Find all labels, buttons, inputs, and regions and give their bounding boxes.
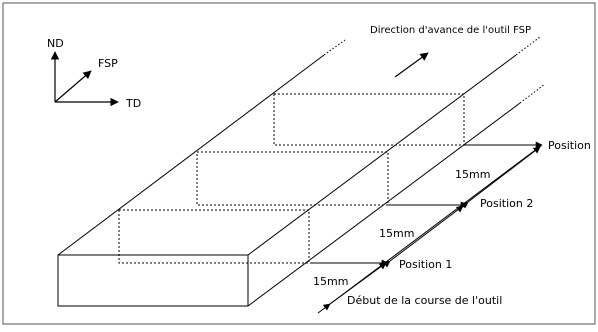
plate-top-right-edge — [247, 54, 517, 256]
plate-left-edge-continuation — [323, 39, 346, 56]
plate-right-edge-continuation — [515, 36, 541, 56]
start-label: Début de la course de l'outil — [347, 294, 502, 307]
direction-arrow — [394, 52, 429, 78]
direction-indicator: Direction d'avance de l'outil FSP — [370, 25, 531, 78]
position-top-label: Position — [548, 139, 591, 152]
dimension-arrow-top — [460, 146, 541, 209]
fsp-axis-arrow — [54, 70, 92, 103]
spacing-middle-label: 15mm — [379, 227, 414, 240]
cross-sections — [118, 93, 465, 264]
cross-section-position-1 — [118, 209, 310, 264]
spacing-top-label: 15mm — [455, 168, 490, 181]
td-label: TD — [125, 97, 141, 110]
plate-top-left-edge — [57, 54, 325, 256]
cross-section-position-2 — [196, 151, 389, 206]
position-1-label: Position 1 — [399, 258, 452, 271]
plate-bottom-edge-continuation — [519, 83, 546, 104]
coordinate-axes: ND FSP TD — [47, 37, 141, 110]
position-2-label: Position 2 — [480, 197, 533, 210]
dimension-arrow-bottom — [322, 262, 387, 311]
dimension-arrows — [317, 144, 543, 314]
nd-label: ND — [47, 37, 64, 50]
plate-front-face — [57, 254, 249, 307]
spacing-bottom-label: 15mm — [313, 275, 348, 288]
dimension-arrow-middle — [382, 205, 464, 268]
cross-section-position-3 — [273, 93, 465, 146]
outer-frame — [2, 2, 596, 325]
direction-label: Direction d'avance de l'outil FSP — [370, 25, 531, 36]
fsp-label: FSP — [98, 57, 118, 70]
